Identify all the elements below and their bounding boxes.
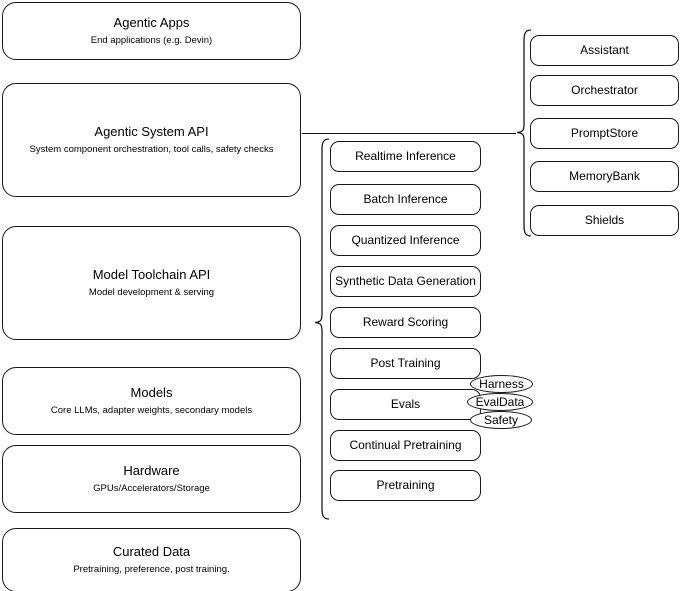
- layer-subtitle: System component orchestration, tool cal…: [29, 144, 274, 155]
- capability-evals[interactable]: Evals: [330, 389, 481, 420]
- system-component-label: Assistant: [580, 43, 629, 57]
- layer-subtitle: GPUs/Accelerators/Storage: [93, 483, 210, 494]
- capability-label: Realtime Inference: [355, 149, 456, 163]
- capability-batch-inference[interactable]: Batch Inference: [330, 184, 481, 215]
- evals-subcomponent-label: Harness: [479, 377, 524, 391]
- layer-subtitle: End applications (e.g. Devin): [90, 35, 213, 46]
- layer-subtitle: Core LLMs, adapter weights, secondary mo…: [50, 405, 253, 416]
- system-component-label: PromptStore: [570, 126, 639, 140]
- capability-label: Pretraining: [376, 478, 435, 492]
- layer-title: Agentic System API: [94, 124, 209, 139]
- brace-system-components: [516, 29, 532, 237]
- capability-synthetic-data-generation[interactable]: Synthetic Data Generation: [330, 266, 481, 297]
- capability-label: Post Training: [370, 356, 441, 370]
- capability-label: Quantized Inference: [351, 233, 460, 247]
- layer-curated-data[interactable]: Curated Data Pretraining, preference, po…: [2, 528, 301, 591]
- evals-subcomponent-label: Safety: [483, 413, 519, 427]
- layer-subtitle: Model development & serving: [88, 287, 215, 298]
- capability-quantized-inference[interactable]: Quantized Inference: [330, 225, 481, 256]
- layer-model-toolchain-api[interactable]: Model Toolchain API Model development & …: [2, 226, 301, 340]
- system-component-label: Orchestrator: [571, 83, 638, 97]
- capability-label: Reward Scoring: [362, 315, 449, 329]
- layer-hardware[interactable]: Hardware GPUs/Accelerators/Storage: [2, 445, 301, 513]
- evals-subcomponent-safety[interactable]: Safety: [470, 411, 532, 429]
- system-component-label: MemoryBank: [569, 169, 640, 183]
- capability-post-training[interactable]: Post Training: [330, 348, 481, 379]
- evals-subcomponent-harness[interactable]: Harness: [470, 375, 533, 393]
- capability-reward-scoring[interactable]: Reward Scoring: [330, 307, 481, 338]
- evals-subcomponent-evaldata[interactable]: EvalData: [467, 393, 533, 411]
- system-component-memorybank[interactable]: MemoryBank: [530, 161, 679, 192]
- layer-title: Curated Data: [112, 544, 191, 559]
- system-component-label: Shields: [584, 213, 625, 227]
- connector-system-api-to-components: [302, 133, 516, 134]
- evals-subcomponent-label: EvalData: [475, 395, 525, 409]
- layer-title: Agentic Apps: [113, 15, 190, 30]
- layer-agentic-system-api[interactable]: Agentic System API System component orch…: [2, 83, 301, 197]
- capability-pretraining[interactable]: Pretraining: [330, 470, 481, 501]
- layer-subtitle: Pretraining, preference, post training.: [73, 564, 230, 575]
- system-component-assistant[interactable]: Assistant: [530, 35, 679, 66]
- brace-toolchain-capabilities: [314, 138, 330, 520]
- capability-realtime-inference[interactable]: Realtime Inference: [330, 141, 481, 172]
- layer-agentic-apps[interactable]: Agentic Apps End applications (e.g. Devi…: [2, 2, 301, 60]
- capability-label: Batch Inference: [363, 192, 448, 206]
- capability-label: Continual Pretraining: [349, 438, 462, 452]
- capability-label: Synthetic Data Generation: [335, 274, 476, 288]
- capability-continual-pretraining[interactable]: Continual Pretraining: [330, 430, 481, 461]
- capability-label: Evals: [390, 397, 421, 411]
- layer-title: Model Toolchain API: [92, 267, 211, 282]
- system-component-promptstore[interactable]: PromptStore: [530, 118, 679, 149]
- layer-models[interactable]: Models Core LLMs, adapter weights, secon…: [2, 367, 301, 435]
- system-component-shields[interactable]: Shields: [530, 205, 679, 236]
- layer-title: Models: [130, 385, 173, 400]
- layer-title: Hardware: [123, 463, 180, 478]
- system-component-orchestrator[interactable]: Orchestrator: [530, 75, 679, 106]
